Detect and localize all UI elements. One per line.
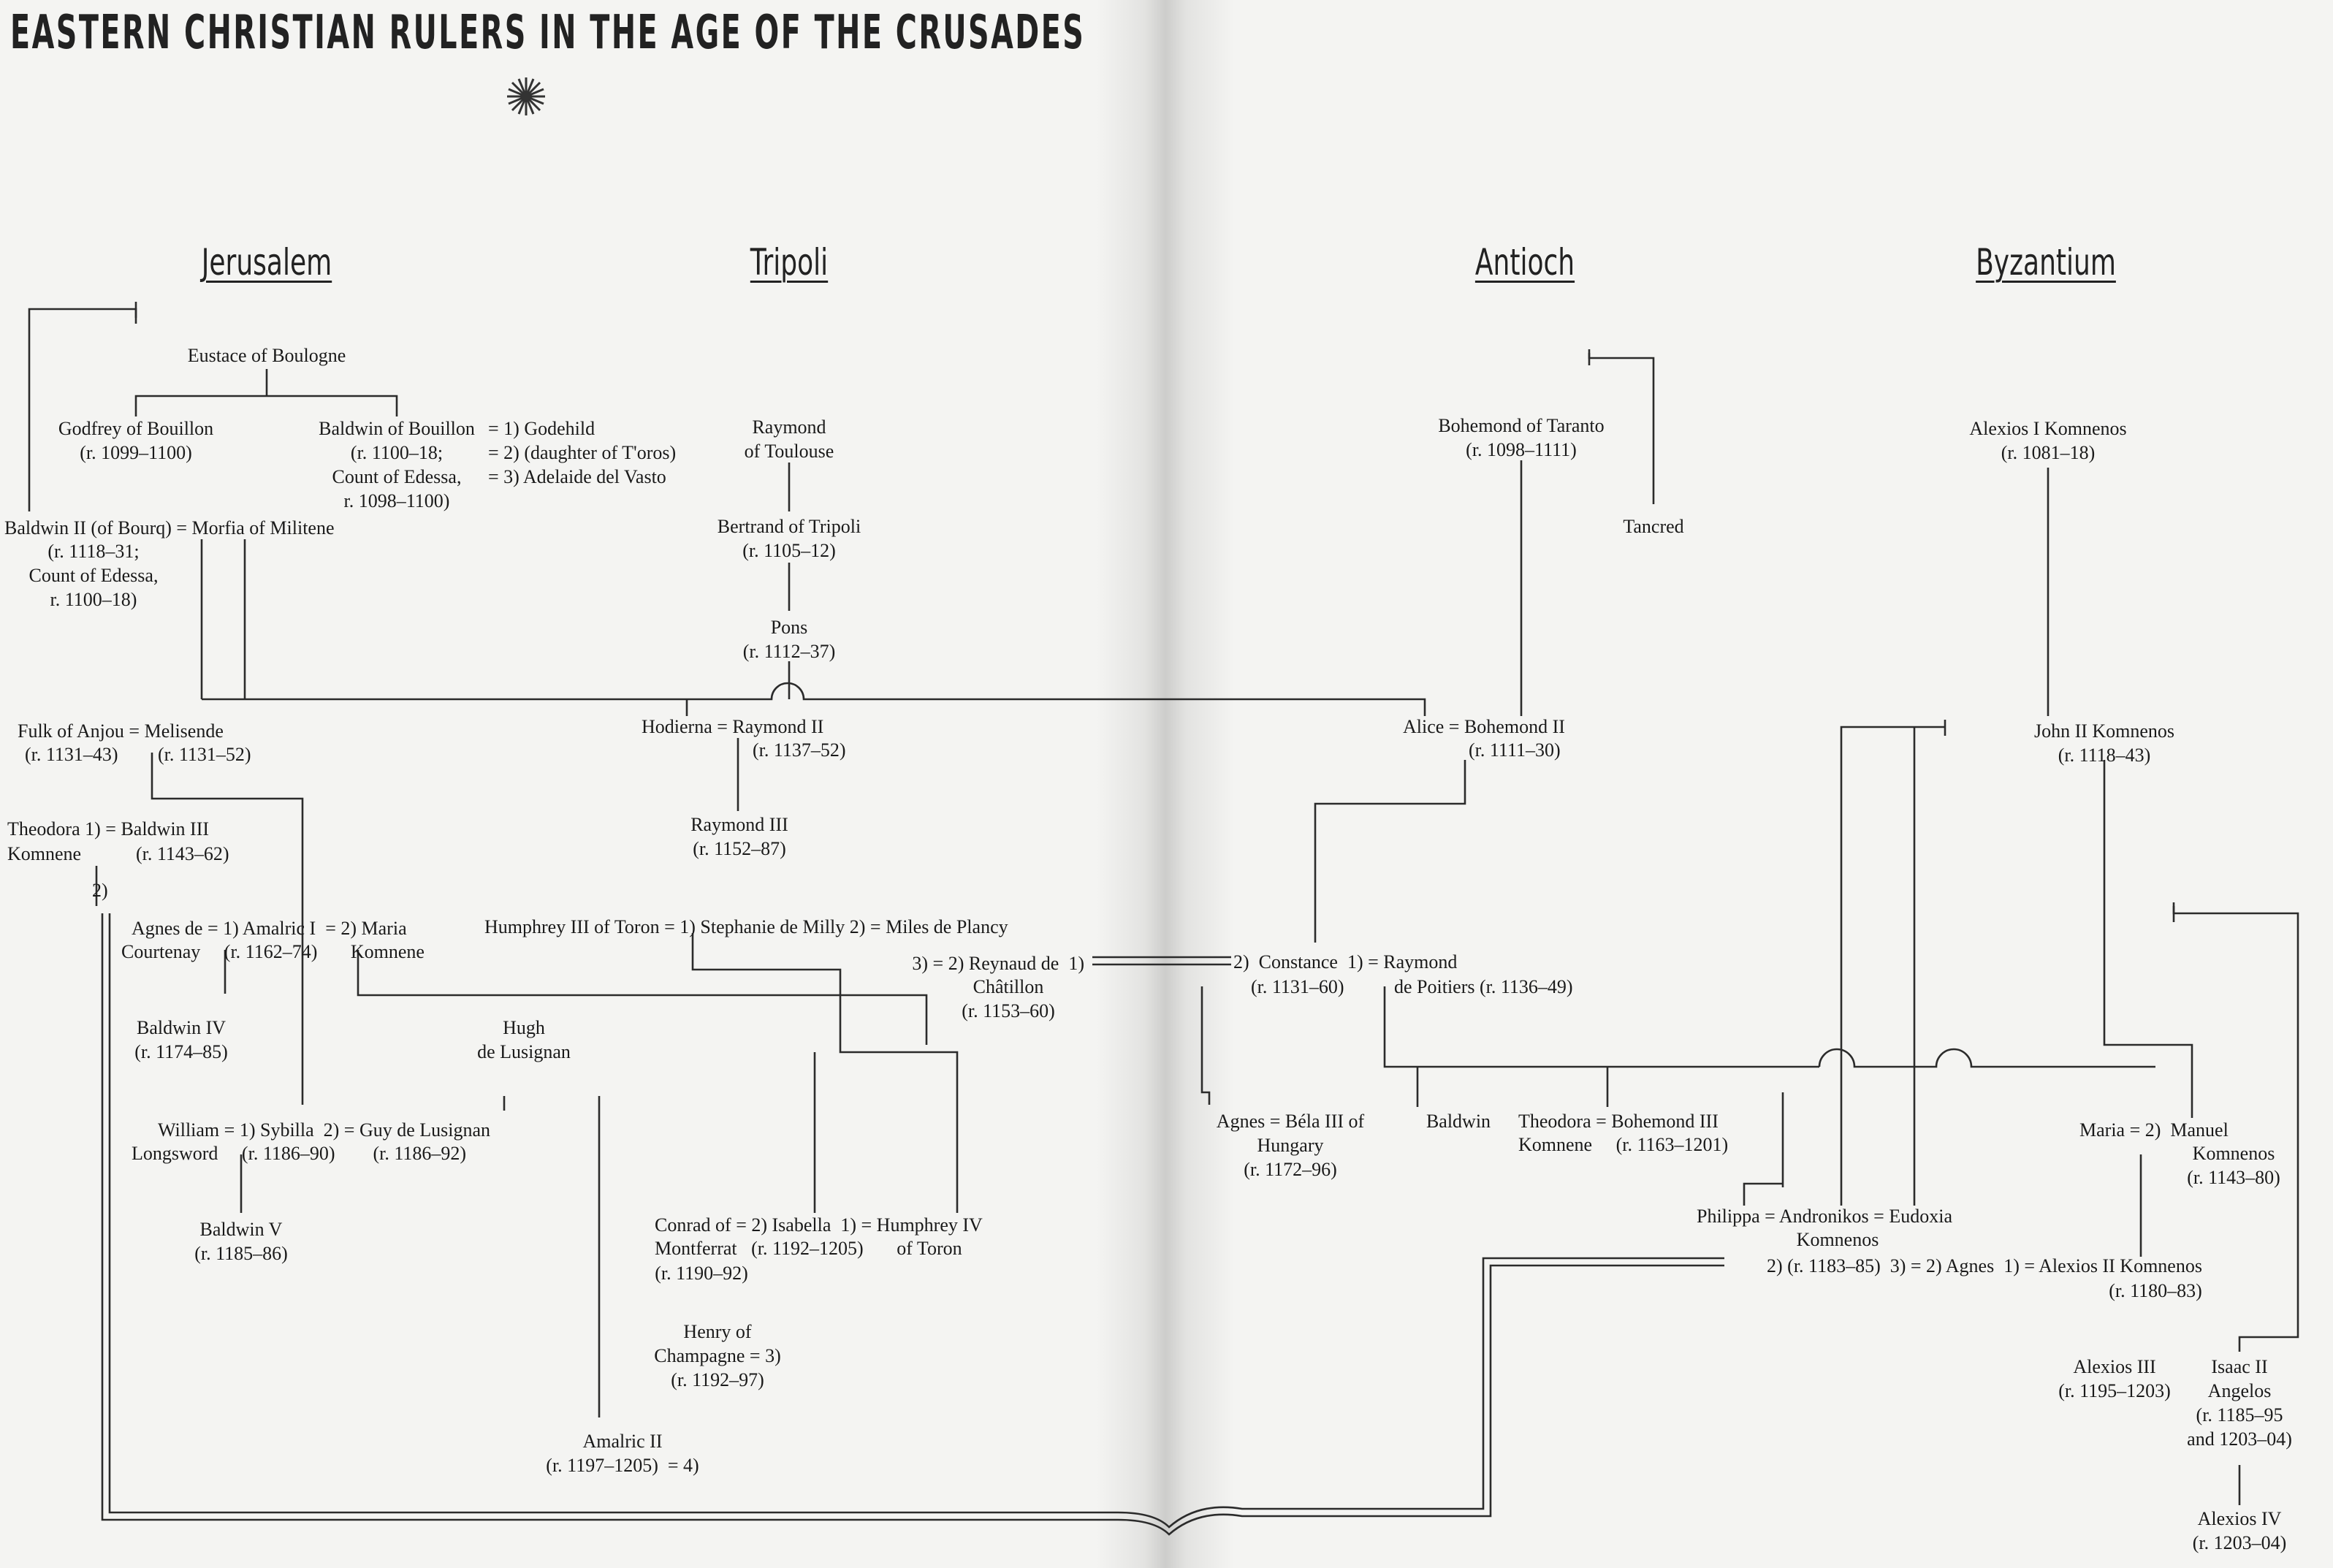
person-theodora-bohemond3: Theodora = Bohemond III [1518,1111,1719,1132]
person-conrad-reign: (r. 1190–92) [655,1263,748,1284]
person-andronikos-komnenos: Komnenos [1796,1229,1879,1250]
person-isaac2: Isaac II Angelos (r. 1185–95 and 1203–04… [2187,1356,2292,1450]
line-alice-constance [1314,760,1466,943]
person-bertrand: Bertrand of Tripoli (r. 1105–12) [717,516,861,561]
header-antioch: Antioch [1474,241,1575,283]
person-agnes-bela: Agnes = Béla III of Hungary (r. 1172–96) [1216,1111,1365,1180]
person-raymond3: Raymond III (r. 1152–87) [690,814,788,859]
person-longsword-line: Longsword (r. 1186–90) (r. 1186–92) [132,1143,467,1164]
person-pons: Pons (r. 1112–37) [742,617,836,662]
line-poitiers-children [1383,986,1819,1068]
line-humphrey-isabella [691,933,959,1213]
line-pons-bridge [202,682,1426,716]
person-andronikos-agnes-alexios2: 2) (r. 1183–85) 3) = 2) Agnes 1) = Alexi… [1767,1255,2202,1276]
person-alexios4: Alexios IV (r. 1203–04) [2192,1508,2287,1553]
person-baldwin1-wives: = 1) Godehild = 2) (daughter of T'oros) … [488,418,677,487]
person-tancred: Tancred [1623,516,1684,537]
person-baldwin2-reign: (r. 1118–31; Count of Edessa, r. 1100–18… [28,541,159,610]
person-alexios3: Alexios III (r. 1195–1203) [2058,1356,2171,1401]
person-bohemond2-reign: (r. 1111–30) [1469,739,1561,761]
page-title: EASTERN CHRISTIAN RULERS IN THE AGE OF T… [10,6,1086,60]
line-b3-philippa [1743,1182,1783,1206]
person-poitiers: de Poitiers (r. 1136–49) [1394,976,1573,997]
person-baldwin3-reign: (r. 1143–62) [136,843,229,864]
line-john2-bracket [1840,726,1945,1206]
person-amalric2: Amalric II (r. 1197–1205) = 4) [546,1431,699,1476]
header-jerusalem: Jerusalem [201,241,332,283]
person-montferrat-line: Montferrat (r. 1192–1205) of Toron [655,1238,962,1259]
marriage-marker-2: 2) [92,880,108,901]
line-long-double-2 [101,913,1724,1536]
line-boulogne-bracket [28,308,137,511]
person-baldwin1: Baldwin of Bouillon (r. 1100–18; Count o… [319,418,475,511]
header-tripoli: Tripoli [750,241,829,283]
person-baldwin4: Baldwin IV (r. 1174–85) [134,1017,228,1062]
person-maria-manuel: Maria = 2) Manuel [2079,1119,2229,1141]
line-maria-line [357,950,928,1045]
person-humphrey3-stephanie-miles: Humphrey III of Toron = 1) Stephanie de … [484,916,1008,937]
person-constance-raymond: 2) Constance 1) = Raymond [1233,951,1458,973]
line-constance-agnes [1200,986,1211,1105]
person-william-sybilla-guy: William = 1) Sybilla 2) = Guy de Lusigna… [158,1119,491,1141]
person-baldwin5: Baldwin V (r. 1185–86) [194,1219,288,1264]
book-gutter [1096,0,1235,1568]
person-philippa-andronikos-eudoxia: Philippa = Andronikos = Eudoxia [1697,1206,1952,1227]
person-fulk-reign: (r. 1131–43) [25,744,118,765]
person-bohemond3-line: Komnene (r. 1163–1201) [1518,1134,1729,1155]
person-chatillon: Châtillon (r. 1153–60) [962,976,1055,1021]
line-melisende-amalric [151,753,304,1105]
person-agnes-amalric: Agnes de = 1) Amalric I = 2) Maria [132,918,407,939]
person-eustace: Eustace of Boulogne [187,345,346,366]
line-long-double-1 [108,913,1724,1529]
sunburst-ornament-icon [507,77,545,115]
person-theodora-baldwin3: Theodora 1) = Baldwin III [7,818,210,840]
person-alexios2-reign: (r. 1180–83) [2109,1280,2202,1301]
person-fulk-melisende: Fulk of Anjou = Melisende [18,720,224,742]
person-conrad-isabella-humphrey4: Conrad of = 2) Isabella 1) = Humphrey IV [655,1214,983,1236]
person-baldwin2: Baldwin II (of Bourq) = Morfia of Milite… [4,517,335,538]
person-constance-reign: (r. 1131–60) [1251,976,1344,997]
person-raymond-toulouse: Raymond of Toulouse [744,416,834,462]
person-baldwin-antioch: Baldwin [1426,1111,1491,1132]
person-courtenay-line: Courtenay (r. 1162–74) Komnene [121,941,425,962]
line-eustace-children [134,395,398,416]
person-manuel-reign: Komnenos (r. 1143–80) [2187,1143,2280,1188]
person-raymond2-reign: (r. 1137–52) [753,739,846,761]
person-hodierna-raymond2: Hodierna = Raymond II [642,716,824,737]
person-melisende-reign: (r. 1131–52) [158,744,251,765]
line-john2-manuel [2103,760,2193,1118]
header-byzantium: Byzantium [1976,241,2116,283]
person-henry-champagne: Henry of Champagne = 3) (r. 1192–97) [654,1321,781,1390]
person-hugh: Hugh de Lusignan [477,1017,571,1062]
person-godfrey: Godfrey of Bouillon (r. 1099–1100) [58,418,214,463]
person-alexios1: Alexios I Komnenos (r. 1081–18) [1969,418,2127,463]
person-reynaud: 3) = 2) Reynaud de 1) [912,953,1084,974]
person-alice-bohemond2: Alice = Bohemond II [1403,716,1565,737]
line-poitiers-bridge [1818,1048,2155,1068]
person-komnene: Komnene [7,843,82,864]
person-john2: John II Komnenos (r. 1118–43) [2033,720,2175,766]
person-bohemond-taranto: Bohemond of Taranto (r. 1098–1111) [1438,415,1605,460]
